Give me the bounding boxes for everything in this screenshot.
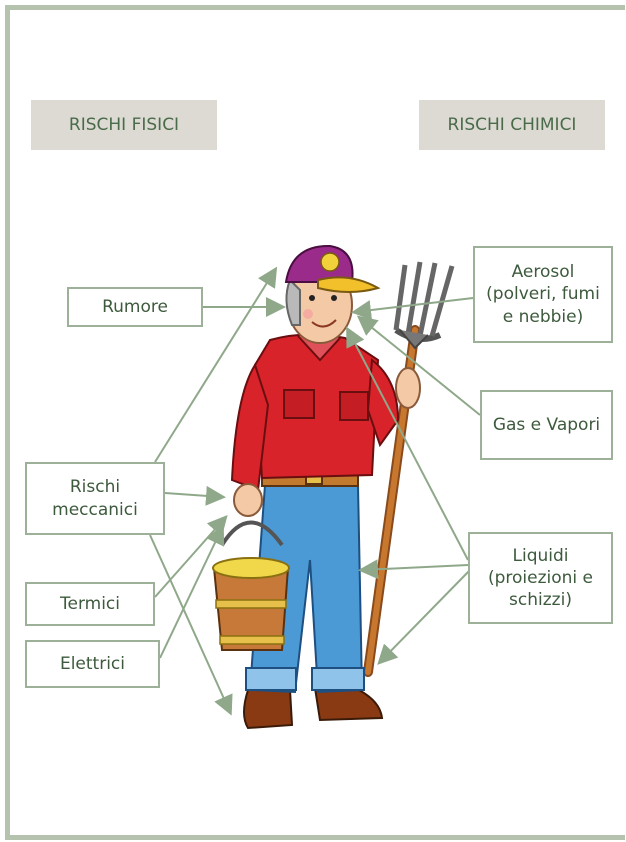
header-physical-risks: RISCHI FISICI <box>31 100 217 150</box>
arrow-liquids-foot <box>380 570 470 662</box>
label-mechanical-risks: Rischi meccanici <box>25 462 165 535</box>
header-chemical-risks: RISCHI CHIMICI <box>419 100 605 150</box>
label-liquids: Liquidi (proiezioni e schizzi) <box>468 532 613 624</box>
arrow-thermal <box>155 518 225 597</box>
label-electrical: Elettrici <box>25 640 160 688</box>
shirt-icon <box>232 334 398 490</box>
boots-icon <box>244 688 382 728</box>
label-noise: Rumore <box>67 287 203 327</box>
bucket-icon <box>213 523 289 651</box>
label-aerosol: Aerosol (polveri, fumi e nebbie) <box>473 246 613 343</box>
arrow-electrical <box>160 528 222 658</box>
arrow-mechanical-hand <box>165 493 222 497</box>
label-thermal: Termici <box>25 582 155 626</box>
pitchfork-icon <box>368 262 452 672</box>
arrow-mechanical-foot <box>150 535 230 712</box>
label-gas-vapors: Gas e Vapori <box>480 390 613 460</box>
